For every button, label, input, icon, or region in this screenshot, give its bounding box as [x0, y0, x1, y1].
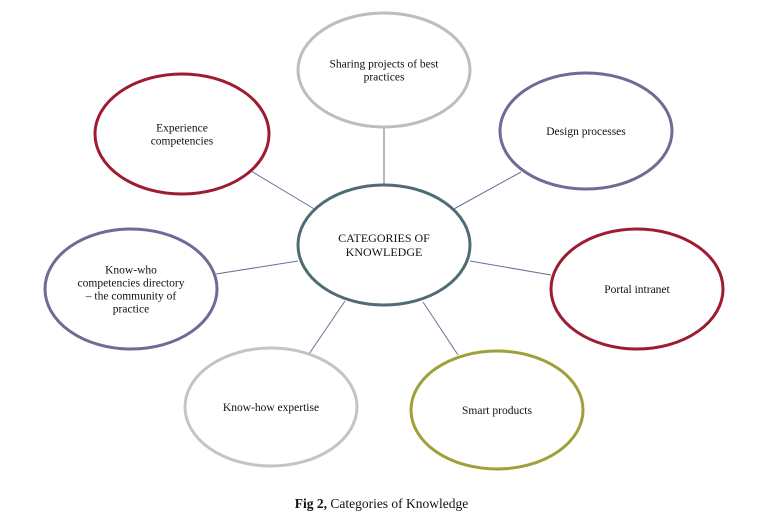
connector-know-how-expertise [308, 300, 346, 355]
connector-portal-intranet [469, 260, 552, 276]
ellipse-design-processes [498, 71, 674, 191]
ellipse-experience-competencies [93, 72, 271, 196]
connector-smart-products [422, 301, 459, 356]
ellipse-smart-products [409, 349, 585, 471]
label-sharing-projects-line-2: practices [364, 72, 405, 84]
ellipse-know-how-expertise [183, 346, 359, 468]
label-experience-competencies-line-2: competencies [151, 136, 214, 148]
caption-figure-number: Fig 2, [294, 496, 327, 511]
ellipse-center [296, 183, 472, 307]
node-smart-products: Smart products [409, 349, 585, 471]
connector-know-who-directory [215, 260, 299, 275]
label-sharing-projects-line-1: Sharing projects of best [330, 59, 440, 71]
connector-lines [215, 127, 552, 356]
label-know-who-directory-line-4: practice [113, 304, 149, 316]
label-smart-products-line-1: Smart products [462, 405, 532, 417]
label-design-processes-line-1: Design processes [546, 126, 626, 138]
label-know-how-expertise-line-1: Know-how expertise [223, 402, 319, 414]
node-know-how-expertise: Know-how expertise [183, 346, 359, 468]
ellipse-sharing-projects [296, 11, 472, 129]
label-center-line-2: KNOWLEDGE [346, 245, 423, 259]
ellipse-portal-intranet [549, 227, 725, 351]
ellipse-know-who-directory [43, 227, 219, 351]
label-experience-competencies-line-1: Experience [156, 123, 208, 135]
label-portal-intranet-line-1: Portal intranet [604, 284, 670, 296]
node-design-processes: Design processes [498, 71, 674, 191]
node-portal-intranet: Portal intranet [549, 227, 725, 351]
caption-title: Categories of Knowledge [326, 496, 469, 511]
label-know-who-directory-line-3: – the community of [85, 291, 177, 303]
figure-caption: Fig 2, Categories of Knowledge [0, 496, 763, 512]
label-know-who-directory-line-1: Know-who [105, 265, 157, 277]
label-know-who-directory-line-2: competencies directory [78, 278, 185, 290]
label-center-line-1: CATEGORIES OF [338, 231, 430, 245]
outer-nodes: Sharing projects of bestpracticesDesign … [43, 11, 725, 471]
connector-experience-competencies [250, 170, 317, 211]
connector-design-processes [451, 171, 522, 211]
